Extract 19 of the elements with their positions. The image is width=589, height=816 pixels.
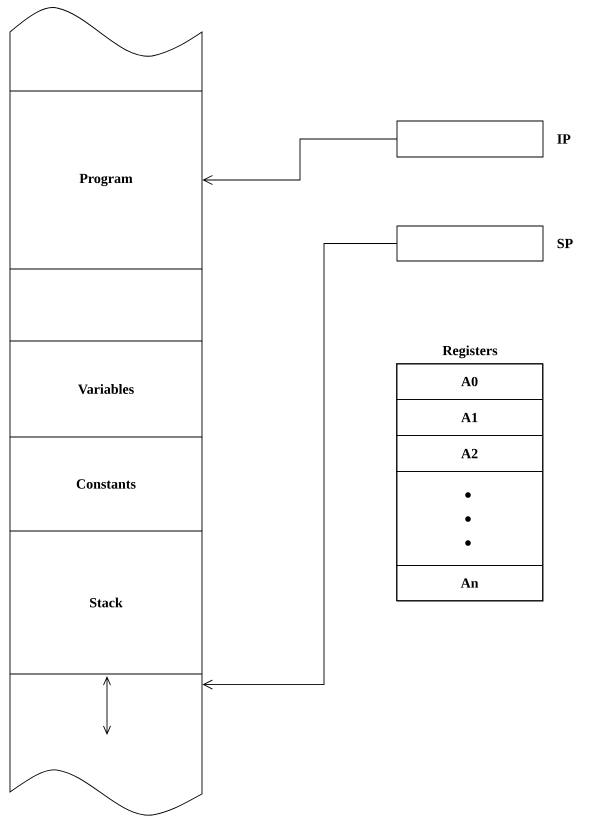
register-cell: A0 [396, 363, 543, 400]
memory-segment [10, 268, 202, 342]
register-box [396, 120, 544, 158]
node-label: Registers [442, 345, 498, 358]
register-cell [396, 471, 543, 566]
memory-segment [10, 674, 202, 816]
register-cell: A2 [396, 435, 543, 472]
memory-segment: Variables [10, 340, 202, 438]
memory-segment: Stack [10, 530, 202, 674]
register-box [396, 226, 544, 262]
memory-segment: Constants [10, 436, 202, 532]
connector-arrow [202, 138, 397, 185]
register-cell: An [396, 565, 543, 601]
memory-segment: Program [10, 90, 202, 270]
connector-arrow [202, 243, 397, 690]
register-label: SP [558, 238, 573, 248]
register-label: IP [557, 134, 570, 144]
register-cell: A1 [396, 399, 543, 436]
memory-segment [10, 7, 202, 92]
